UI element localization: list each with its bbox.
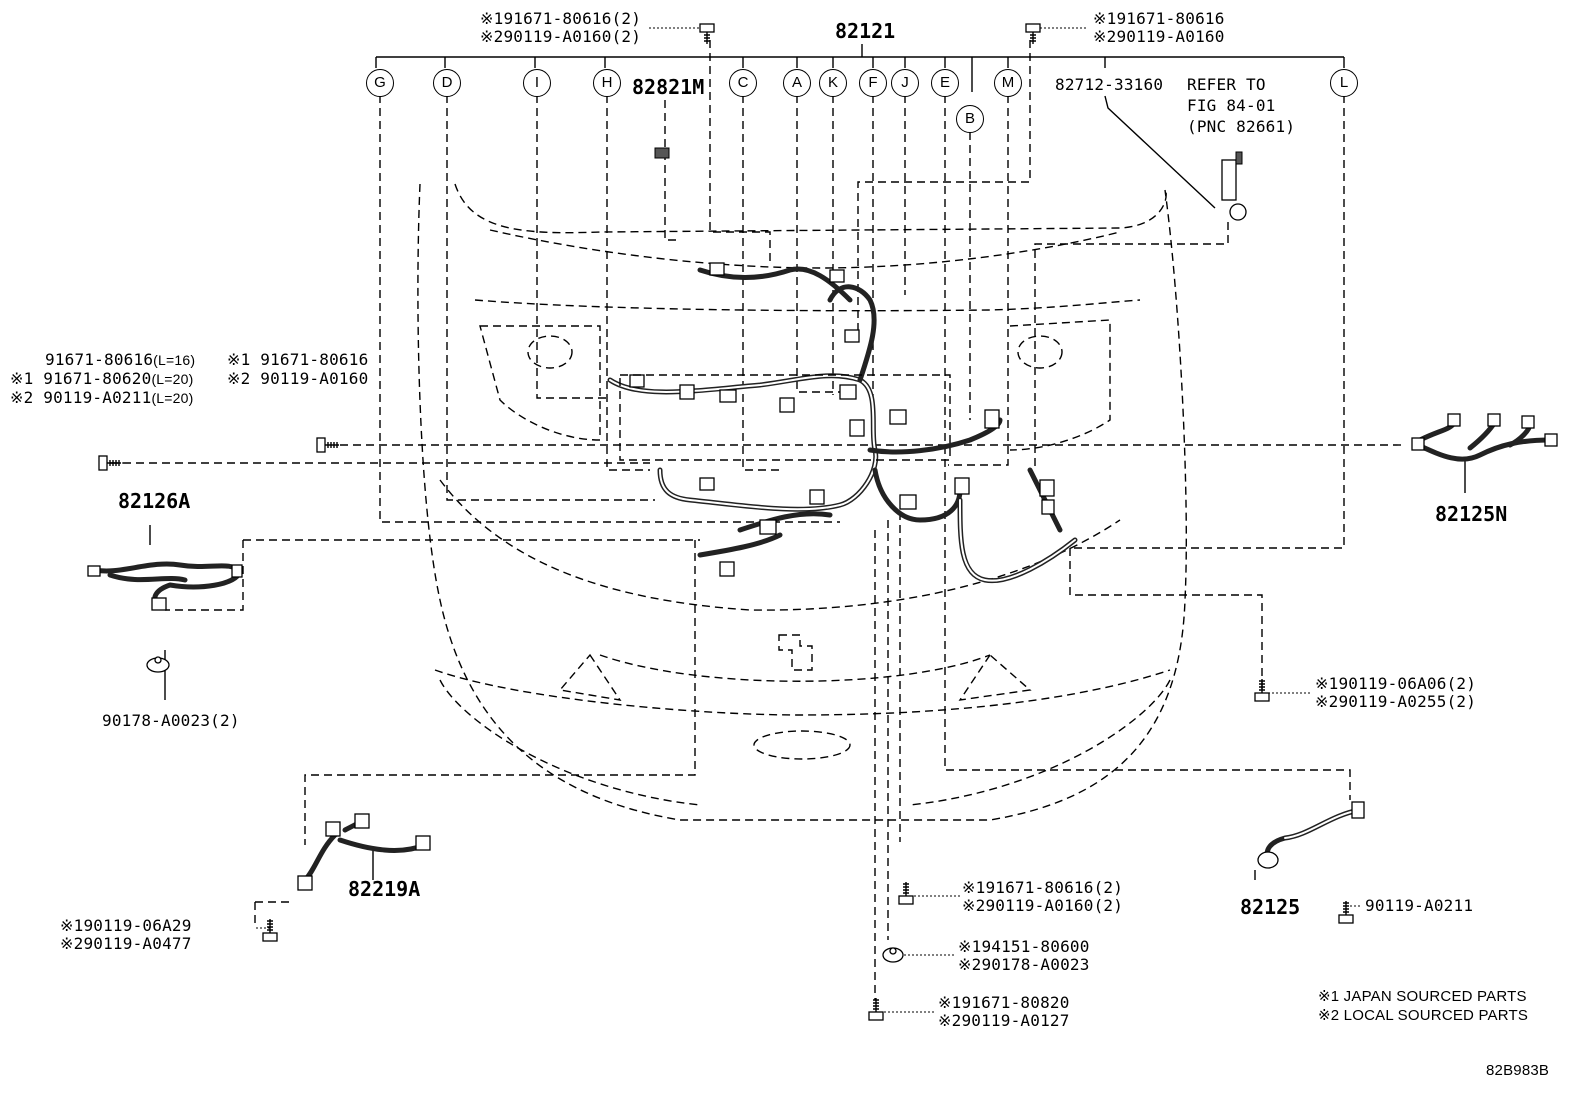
left-bolt-a-line1: 91671-80616(L=16) xyxy=(45,350,196,369)
part-82125-shape xyxy=(1257,801,1365,869)
part-label-82712: 82712-33160 xyxy=(1055,75,1164,94)
part-label-90178: 90178-A0023(2) xyxy=(102,711,240,730)
refer-line3: (PNC 82661) xyxy=(1187,117,1296,136)
bolt-bottom-left-line1: ※190119-06A29 xyxy=(60,916,192,935)
part-label-82125N: 82125N xyxy=(1435,502,1508,526)
connector-leader-lines xyxy=(110,40,1405,1000)
leader-82712 xyxy=(1104,95,1216,209)
part-leaders xyxy=(149,460,1466,880)
connector-A: A xyxy=(783,69,811,97)
bolt-center-3-line1: ※191671-80820 xyxy=(938,993,1070,1012)
assembly-number: 82121 xyxy=(835,19,896,43)
left-bolt-b-line2: ※2 90119-A0160 xyxy=(227,369,369,388)
bolt-center-2-line1: ※194151-80600 xyxy=(958,937,1090,956)
left-bolt-b-line1: ※1 91671-80616 xyxy=(227,350,369,369)
bolt-top-left-line1: ※191671-80616(2) xyxy=(480,9,642,28)
part-label-82126A: 82126A xyxy=(118,489,191,513)
bolt-right-mid-line2: ※290119-A0255(2) xyxy=(1315,692,1477,711)
note-local-sourced: ※2 LOCAL SOURCED PARTS xyxy=(1318,1007,1529,1024)
connector-B: B xyxy=(956,105,984,133)
connector-H: H xyxy=(593,69,621,97)
connector-J: J xyxy=(891,69,919,97)
clip-90178 xyxy=(146,656,170,673)
connector-L: L xyxy=(1330,69,1358,97)
part-82821M-shape xyxy=(654,147,670,159)
connector-F: F xyxy=(859,69,887,97)
part-label-82821M: 82821M xyxy=(632,75,705,99)
part-82125N-shape xyxy=(1411,413,1558,462)
refer-line2: FIG 84-01 xyxy=(1187,96,1276,115)
bolt-center-2-line2: ※290178-A0023 xyxy=(958,955,1090,974)
bolt-center-1-line2: ※290119-A0160(2) xyxy=(962,896,1124,915)
connector-D: D xyxy=(433,69,461,97)
bracket-ticks xyxy=(444,57,1106,92)
part-82126A-shape xyxy=(87,561,243,611)
part-82712-shape xyxy=(1221,151,1247,221)
part-label-90119-A0211: 90119-A0211 xyxy=(1365,896,1474,915)
bolt-bottom-left-line2: ※290119-A0477 xyxy=(60,934,192,953)
car-body-outline xyxy=(417,183,1187,821)
refer-line1: REFER TO xyxy=(1187,75,1266,94)
bolt-top-right-line2: ※290119-A0160 xyxy=(1093,27,1225,46)
bolt-icons xyxy=(98,23,1354,1021)
connector-E: E xyxy=(931,69,959,97)
connector-I: I xyxy=(523,69,551,97)
part-label-82219A: 82219A xyxy=(348,877,421,901)
note-japan-sourced: ※1 JAPAN SOURCED PARTS xyxy=(1318,988,1527,1005)
harness-bracket-line xyxy=(375,56,1345,68)
main-engine-harness xyxy=(607,262,1078,584)
connector-G: G xyxy=(366,69,394,97)
bolt-top-right-line1: ※191671-80616 xyxy=(1093,9,1225,28)
part-82219A-shape xyxy=(297,813,431,891)
part-label-82125: 82125 xyxy=(1240,895,1301,919)
bolt-right-mid-line1: ※190119-06A06(2) xyxy=(1315,674,1477,693)
bolt-leaders xyxy=(118,444,1362,1013)
bolt-center-1-line1: ※191671-80616(2) xyxy=(962,878,1124,897)
bolt-top-left-line2: ※290119-A0160(2) xyxy=(480,27,642,46)
connector-M: M xyxy=(994,69,1022,97)
bolt-center-3-line2: ※290119-A0127 xyxy=(938,1011,1070,1030)
figure-code: 82B983B xyxy=(1486,1062,1550,1079)
left-bolt-a-line3: ※2 90119-A0211(L=20) xyxy=(10,388,194,407)
left-bolt-a-line2: ※1 91671-80620(L=20) xyxy=(10,369,194,388)
connector-C: C xyxy=(729,69,757,97)
connector-K: K xyxy=(819,69,847,97)
